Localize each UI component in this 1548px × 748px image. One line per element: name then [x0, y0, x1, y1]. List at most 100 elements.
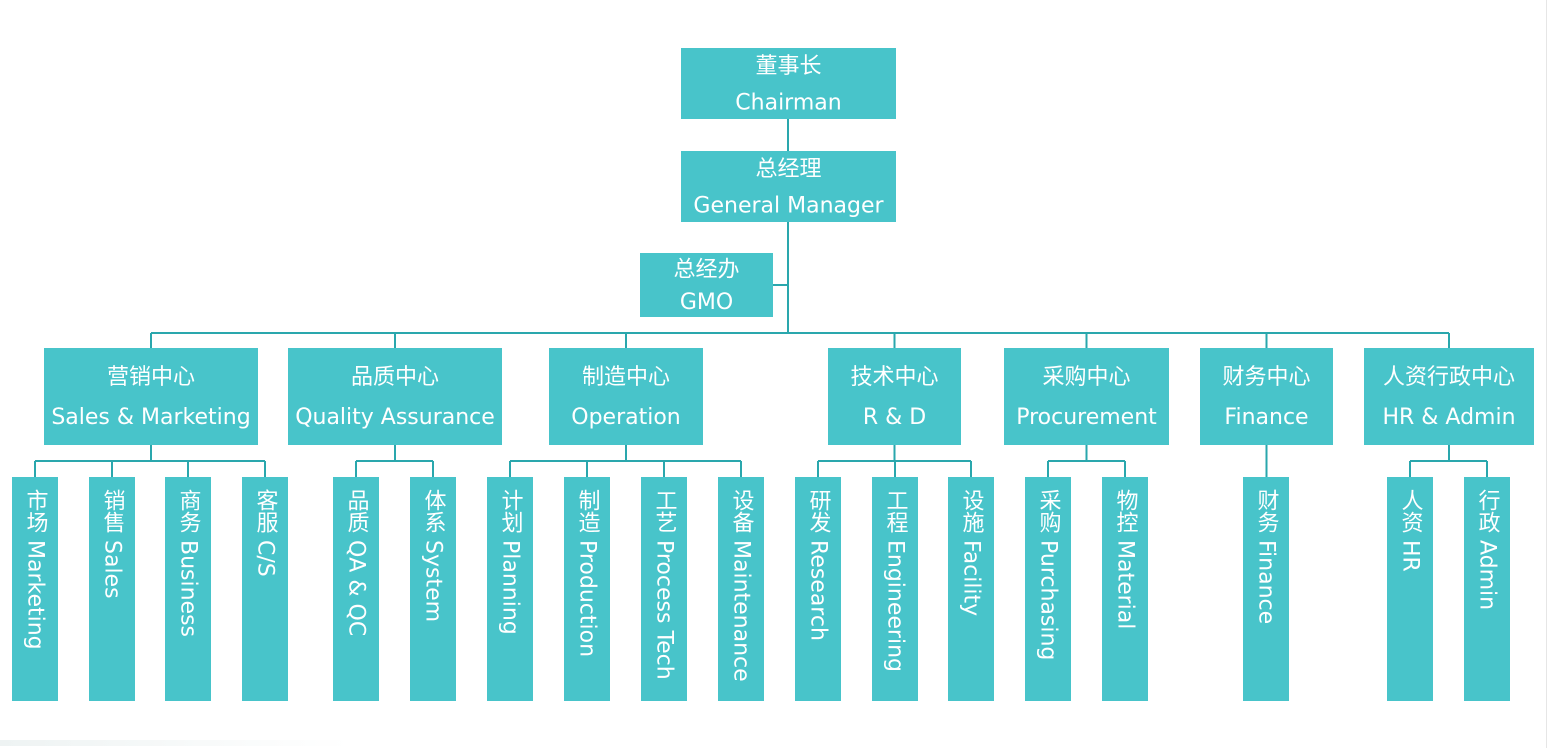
department-en-label: Marketing	[23, 533, 48, 650]
center-en-label: Procurement	[1016, 405, 1157, 430]
department-box	[564, 477, 610, 701]
department-label: 物控 Material	[1113, 489, 1139, 629]
general-manager-node-zh-label: 总经理	[755, 157, 821, 182]
department-label: 工艺 Process Tech	[652, 489, 677, 680]
department-zh-label: 设备	[729, 489, 755, 533]
center-box	[1004, 348, 1169, 445]
gmo-node: 总经办 GMO	[640, 253, 773, 317]
department-zh-label: 制造	[575, 489, 601, 533]
center-box	[44, 348, 258, 445]
department-box	[487, 477, 533, 701]
center-en-label: R & D	[863, 405, 926, 430]
department-zh-label: 销售	[100, 489, 126, 533]
gmo-node-zh-label: 总经办	[673, 257, 739, 282]
department-node: 制造 Production	[564, 477, 610, 701]
gmo-node-box	[640, 253, 773, 317]
department-node: 行政 Admin	[1464, 477, 1510, 701]
center-box	[1364, 348, 1534, 445]
center-zh-label: 制造中心	[582, 365, 670, 390]
department-box	[948, 477, 994, 701]
department-en-label: Production	[575, 533, 600, 657]
department-node: 设备 Maintenance	[718, 477, 764, 701]
department-zh-label: 客服	[253, 489, 279, 533]
department-en-label: C/S	[253, 533, 278, 577]
department-box	[89, 477, 135, 701]
department-box	[1464, 477, 1510, 701]
center-zh-label: 品质中心	[351, 365, 439, 390]
department-label: 客服 C/S	[253, 489, 279, 577]
department-label: 销售 Sales	[100, 489, 126, 599]
department-box	[1025, 477, 1071, 701]
department-zh-label: 市场	[23, 489, 49, 533]
center-box	[549, 348, 703, 445]
department-node: 体系 System	[410, 477, 456, 701]
center-zh-label: 营销中心	[107, 365, 195, 390]
department-box	[410, 477, 456, 701]
center-box	[828, 348, 961, 445]
department-zh-label: 财务	[1254, 489, 1280, 533]
department-label: 设备 Maintenance	[729, 489, 755, 682]
center-node: 品质中心 Quality Assurance	[288, 348, 502, 445]
department-node: 物控 Material	[1102, 477, 1148, 701]
center-node: 制造中心 Operation	[549, 348, 703, 445]
center-en-label: Operation	[571, 405, 680, 430]
department-box	[1243, 477, 1289, 701]
department-zh-label: 采购	[1036, 489, 1062, 533]
department-en-label: Facility	[959, 533, 984, 616]
department-node: 客服 C/S	[242, 477, 288, 701]
department-box	[333, 477, 379, 701]
chairman-node-box	[681, 48, 896, 119]
center-en-label: Quality Assurance	[295, 405, 495, 430]
department-label: 研发 Research	[806, 489, 832, 641]
department-en-label: Planning	[498, 533, 523, 635]
department-zh-label: 商务	[176, 489, 201, 533]
department-en-label: QA & QC	[344, 533, 369, 636]
department-label: 品质 QA & QC	[344, 489, 370, 636]
center-en-label: HR & Admin	[1382, 405, 1515, 430]
department-node: 财务 Finance	[1243, 477, 1289, 701]
department-box	[1387, 477, 1433, 701]
chairman-node-zh-label: 董事长	[755, 54, 821, 79]
general-manager-node-box	[681, 151, 896, 222]
department-zh-label: 计划	[498, 489, 524, 533]
department-label: 采购 Purchasing	[1036, 489, 1062, 660]
department-zh-label: 设施	[959, 489, 985, 533]
department-node: 品质 QA & QC	[333, 477, 379, 701]
gmo-node-en-label: GMO	[680, 290, 733, 315]
department-zh-label: 物控	[1113, 489, 1139, 533]
department-label: 人资 HR	[1398, 489, 1424, 572]
department-label: 市场 Marketing	[23, 489, 49, 650]
center-zh-label: 财务中心	[1222, 365, 1310, 390]
department-en-label: Finance	[1254, 533, 1279, 624]
department-en-label: Maintenance	[729, 533, 754, 682]
department-node: 工程 Engineering	[872, 477, 918, 701]
department-en-label: Research	[806, 533, 831, 641]
department-node: 工艺 Process Tech	[641, 477, 687, 701]
department-label: 行政 Admin	[1475, 489, 1501, 610]
department-en-label: Business	[176, 533, 201, 637]
department-box	[1102, 477, 1148, 701]
department-label: 财务 Finance	[1254, 489, 1280, 624]
department-en-label: HR	[1398, 533, 1423, 572]
department-en-label: Admin	[1475, 533, 1500, 610]
department-label: 体系 System	[421, 489, 447, 622]
department-node: 商务 Business	[165, 477, 211, 701]
department-node: 市场 Marketing	[12, 477, 58, 701]
department-en-label: Engineering	[883, 533, 908, 672]
department-box	[242, 477, 288, 701]
department-zh-label: 人资	[1398, 489, 1424, 533]
department-label: 工程 Engineering	[883, 489, 909, 672]
bottom-scroll-strip	[0, 740, 350, 746]
center-box	[1200, 348, 1333, 445]
department-zh-label: 品质	[344, 489, 370, 533]
department-zh-label: 工艺	[652, 489, 677, 533]
department-node: 研发 Research	[795, 477, 841, 701]
department-box	[872, 477, 918, 701]
department-en-label: Material	[1113, 533, 1138, 629]
